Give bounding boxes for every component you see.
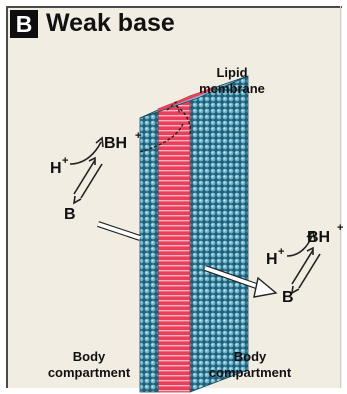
left-equilibrium-arrow-down	[81, 164, 102, 198]
membrane-core	[158, 96, 190, 392]
membrane-back-face	[190, 76, 248, 392]
membrane-label-line1: Lipid	[216, 65, 247, 80]
membrane-front-face	[140, 110, 158, 392]
left-protonated-base: BH	[104, 135, 127, 152]
left-proton-charge: +	[62, 155, 68, 167]
right-compartment-label-line2: compartment	[209, 365, 292, 380]
left-compartment-label-line2: compartment	[48, 365, 131, 380]
left-proton: H	[50, 160, 62, 177]
right-base: B	[282, 289, 294, 306]
left-compartment-label-line1: Body	[73, 349, 106, 364]
right-protonated-base: BH	[307, 229, 330, 246]
left-equilibrium-curve-arrow	[70, 142, 101, 164]
right-equilibrium-arrow-down	[299, 254, 320, 288]
right-compartment-label-line1: Body	[234, 349, 267, 364]
membrane-label-line2: membrane	[199, 81, 265, 96]
right-proton-charge: +	[278, 246, 284, 258]
left-base: B	[64, 206, 76, 223]
permeation-arrow-head	[254, 278, 276, 297]
left-protonated-charge: +	[135, 130, 141, 142]
left-equilibrium-arrow-up	[74, 160, 95, 194]
right-protonated-charge: +	[337, 222, 343, 234]
right-proton: H	[266, 251, 278, 268]
